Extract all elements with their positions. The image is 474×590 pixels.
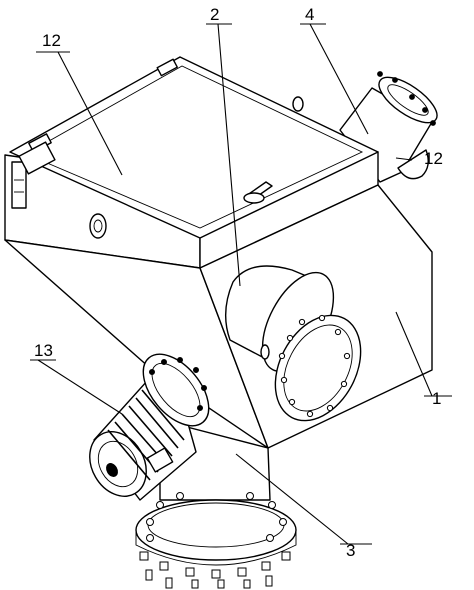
motor (89, 353, 210, 501)
label-top-pipe: 4 (305, 5, 314, 24)
label-outlet-pipe: 3 (346, 541, 355, 560)
label-motor: 13 (34, 341, 53, 360)
leader-lines (30, 23, 452, 545)
label-cover: 12 (42, 31, 61, 50)
label-cover-right: 12 (424, 149, 443, 168)
label-inlet-pipe: 2 (210, 5, 219, 24)
label-housing: 1 (432, 389, 441, 408)
outlet-flange-bolts (139, 492, 291, 589)
cover-lid (9, 56, 379, 239)
inlet-pipe (225, 265, 362, 422)
outlet-pipe (135, 419, 297, 589)
